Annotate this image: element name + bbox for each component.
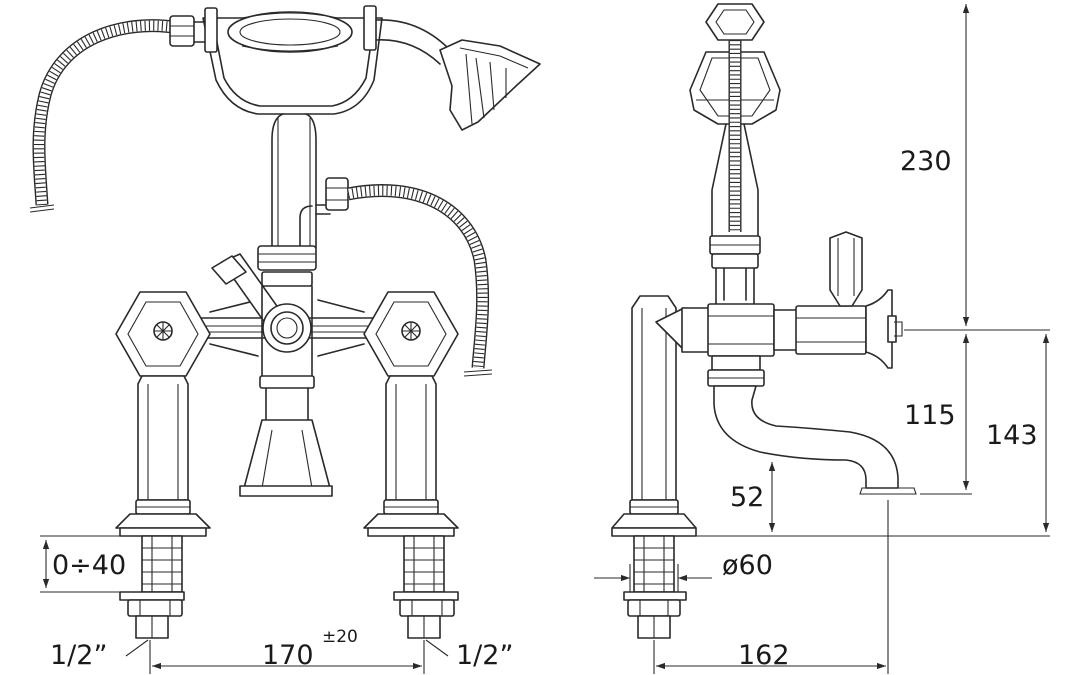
mixer-body [189,245,383,497]
dim-center-tolerance: ±20 [322,627,358,647]
dim-spout-reach: 162 [738,640,790,671]
dim-overall-height: 230 [900,146,952,177]
handshower-cradle [193,5,383,249]
front-dimensions [40,535,449,674]
shower-hose-left [29,19,182,213]
dim-center-distance: 170 [262,640,314,671]
left-valve [115,291,211,639]
side-handshower [689,3,781,237]
dim-outlet-height: 52 [730,482,764,513]
dim-thread-left: 1/2” [50,640,107,671]
side-dimensions [594,4,1050,674]
hose-nut-top [169,15,195,47]
dim-spout-total: 143 [986,420,1038,451]
handshower-head [375,19,541,131]
dim-spout-clearance: 115 [904,400,956,431]
dim-deck-adjust: 0÷40 [52,550,126,581]
diverter-branch [299,177,349,249]
right-valve [363,291,459,639]
side-body [611,231,917,639]
dim-thread-right: 1/2” [456,640,513,671]
dim-base-diameter: ø60 [722,550,773,581]
front-view [29,5,541,674]
side-view [594,3,1050,674]
shower-hose-right [346,184,493,377]
